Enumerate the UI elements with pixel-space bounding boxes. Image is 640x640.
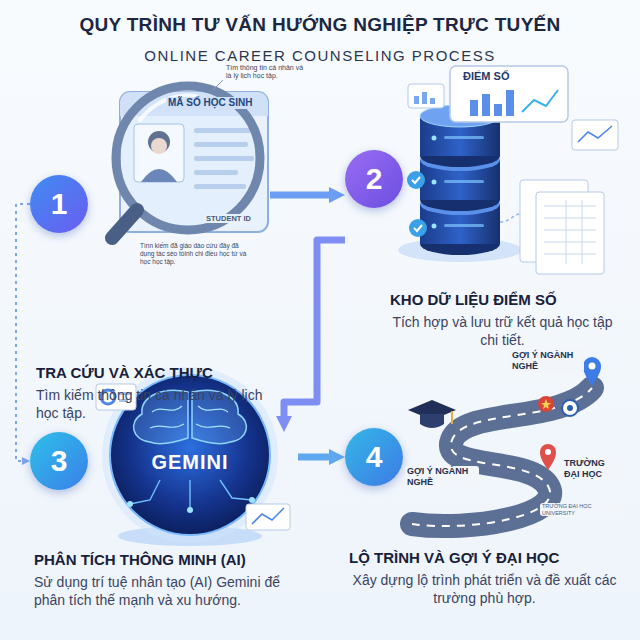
database-illustration	[578, 126, 612, 142]
roadmap-illustration	[583, 357, 601, 386]
dashed-connector	[16, 204, 30, 461]
database-illustration	[522, 90, 558, 112]
database-illustration	[414, 225, 422, 231]
roadmap-illustration	[538, 396, 554, 412]
panel-title: ĐIỂM SỐ	[461, 70, 511, 83]
database-illustration	[544, 254, 596, 255]
id-search-illustration	[112, 210, 137, 238]
roadmap-illustration	[567, 405, 573, 411]
step-heading: TRA CỨU VÀ XÁC THỰC	[30, 363, 270, 382]
database-illustration	[450, 66, 568, 122]
map-pin-label: GỢI Ý NGÀNH NGHỀ	[405, 466, 479, 488]
roadmap-illustration	[589, 363, 596, 370]
database-illustration	[444, 136, 484, 139]
roadmap-illustration	[541, 399, 551, 409]
step-description: Sử dụng trí tuệ nhân tạo (AI) Gemini để …	[30, 573, 298, 609]
ai-brain-illustration	[150, 406, 230, 428]
ai-brain-illustration	[252, 508, 284, 524]
title: QUY TRÌNH TƯ VẤN HƯỚNG NGHIỆP TRỰC TUYẾN	[10, 13, 630, 37]
database-illustration	[506, 90, 514, 116]
roadmap-illustration	[540, 444, 556, 470]
step-description: Xây dựng lộ trình phát triển và đề xuất …	[345, 571, 620, 607]
step-circle: 3	[30, 432, 88, 490]
database-illustration	[544, 206, 596, 207]
step-number: 4	[366, 442, 383, 472]
step-number: 2	[366, 164, 383, 194]
database-illustration	[536, 192, 604, 274]
callout-note: Tìnn kiếm đã giáo dào cứu đây đã dụng tá…	[140, 242, 248, 265]
roadmap-illustration	[420, 414, 444, 428]
step-circle: 2	[345, 150, 403, 208]
database-illustration	[470, 100, 478, 116]
map-pin-label: GỢI Ý NGÀNH NGHỀ	[510, 350, 584, 372]
process-step: 1TRA CỨU VÀ XÁC THỰC Tìm kiếm thông tin c…	[30, 175, 270, 424]
ai-brain-illustration	[130, 480, 252, 510]
database-illustration	[582, 200, 583, 264]
database-illustration	[444, 180, 484, 183]
roadmap-illustration	[545, 449, 551, 455]
database-illustration	[432, 224, 437, 229]
ai-brain-illustration	[246, 504, 290, 530]
step-number: 3	[51, 446, 68, 476]
step-number: 1	[51, 189, 68, 219]
database-illustration	[432, 136, 437, 141]
id-search-illustration	[112, 80, 268, 238]
roadmap-illustration	[408, 357, 601, 526]
card-caption: STUDENT ID	[204, 214, 253, 223]
database-illustration	[444, 224, 484, 227]
database-illustration	[482, 94, 490, 116]
database-illustration	[414, 96, 419, 104]
database-illustration	[500, 214, 520, 222]
step-description: Tìm kiếm thông tin cá nhân và lý lịch họ…	[30, 386, 270, 422]
database-illustration	[408, 84, 444, 108]
step-heading: KHO DỮ LIỆU ĐIỂM SỐ	[345, 290, 615, 309]
logo-caption: TRƯỜNG ĐẠI HỌC UNIVERSITY	[540, 503, 620, 516]
database-illustration	[572, 120, 618, 150]
database-illustration	[566, 200, 567, 264]
process-step: 2KHO DỮ LIỆU ĐIỂM SỐ Tích hợp và lưu trữ …	[345, 150, 615, 351]
subtitle: ONLINE CAREER COUNSELING PROCESS	[0, 47, 640, 65]
database-illustration	[544, 230, 596, 231]
step-heading: PHÂN TÍCH THÔNG MINH (AI)	[30, 550, 298, 569]
database-illustration	[409, 219, 427, 237]
flow-arrow	[270, 192, 329, 199]
database-illustration	[412, 177, 420, 183]
step-description: Tích hợp và lưu trữ kết quả học tập chi …	[345, 313, 615, 349]
card-header-text: MÃ SỐ HỌC SINH	[166, 97, 254, 109]
ai-brand-text: GEMINI	[130, 450, 250, 474]
roadmap-illustration	[451, 411, 453, 424]
flow-arrow	[298, 454, 329, 461]
database-illustration	[430, 98, 435, 104]
ai-brain-illustration	[187, 507, 193, 513]
database-illustration	[407, 171, 425, 189]
process-step: 4 LỘ TRÌNH VÀ GỢI Ý ĐẠI HỌC Xây dựng lộ tr…	[345, 428, 620, 609]
database-illustration	[544, 218, 596, 219]
callout-note: Tìm thông tin cá nhân và là lý lịch học …	[226, 64, 306, 81]
step-circle: 4	[345, 428, 403, 486]
id-search-illustration	[213, 80, 223, 90]
ai-brain-illustration	[127, 501, 133, 507]
database-illustration	[422, 92, 427, 104]
database-illustration	[544, 242, 596, 243]
flow-arrow	[284, 240, 345, 416]
roadmap-illustration	[562, 400, 578, 416]
step-heading: LỘ TRÌNH VÀ GỢI Ý ĐẠI HỌC	[345, 548, 620, 567]
database-illustration	[494, 104, 502, 116]
database-illustration	[432, 180, 437, 185]
map-pin-label: TRƯỜNG ĐẠI HỌC	[562, 458, 622, 480]
ai-brain-illustration	[249, 497, 255, 503]
database-illustration	[398, 66, 618, 274]
step-circle: 1	[30, 175, 88, 233]
